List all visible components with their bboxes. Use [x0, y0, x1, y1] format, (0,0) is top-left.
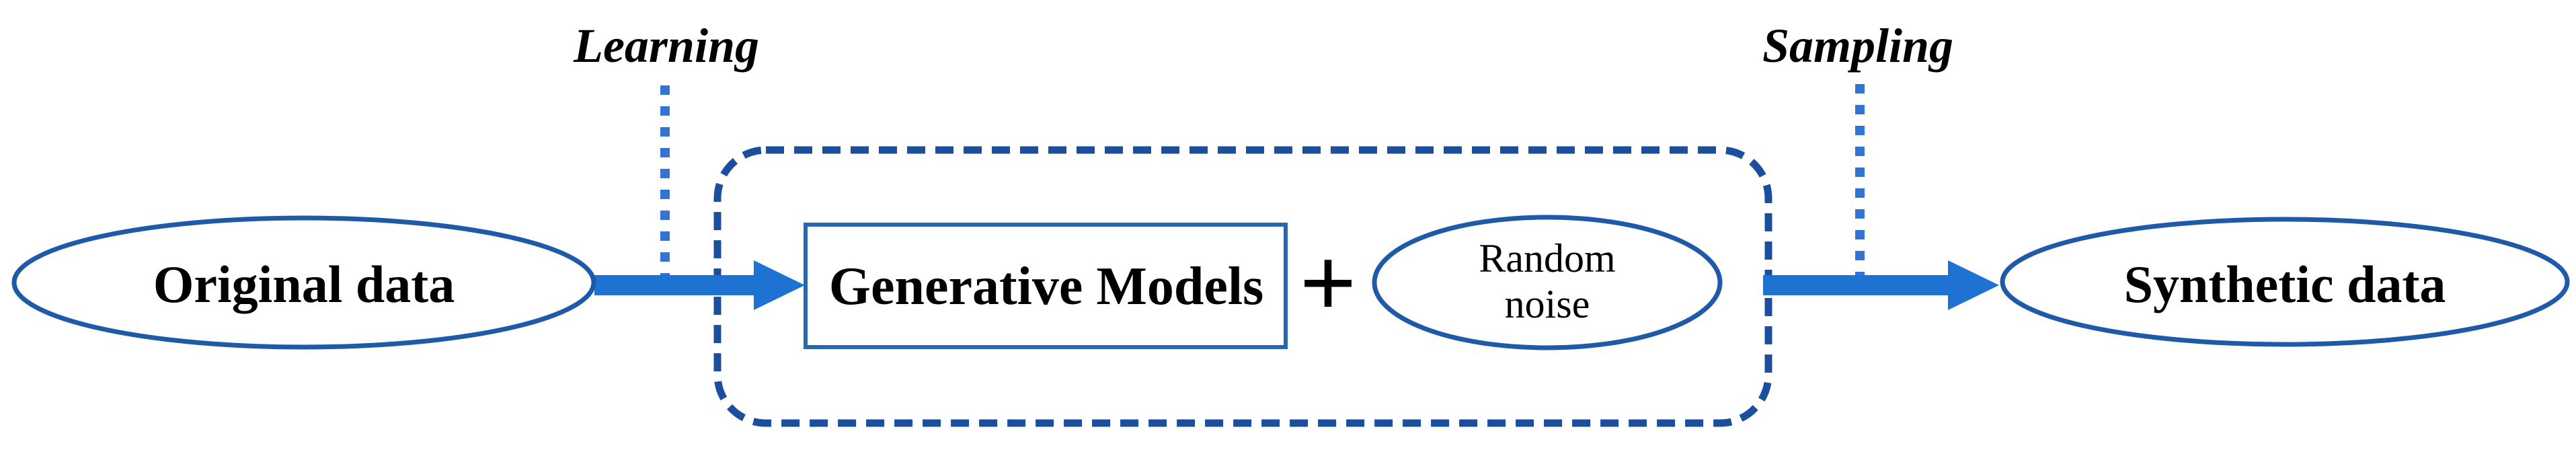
- generative-models-box: [804, 223, 1288, 349]
- original-data-label: Original data: [153, 255, 455, 313]
- random-noise-label-line1: Random: [1479, 236, 1615, 280]
- plus-operator: +: [1299, 227, 1356, 339]
- arrow-models-to-synthetic-icon: [1763, 260, 1999, 310]
- learning-caption: Learning: [573, 19, 759, 73]
- random-noise-label-line2: noise: [1505, 282, 1590, 326]
- sampling-caption: Sampling: [1762, 19, 1953, 73]
- original-data-ellipse: [11, 215, 596, 350]
- synthetic-data-label: Synthetic data: [2124, 255, 2446, 313]
- random-noise-ellipse: [1372, 215, 1723, 350]
- arrow-original-to-models-icon: [594, 260, 805, 310]
- generative-models-label: Generative Models: [829, 257, 1263, 316]
- synthetic-data-ellipse: [2000, 217, 2570, 347]
